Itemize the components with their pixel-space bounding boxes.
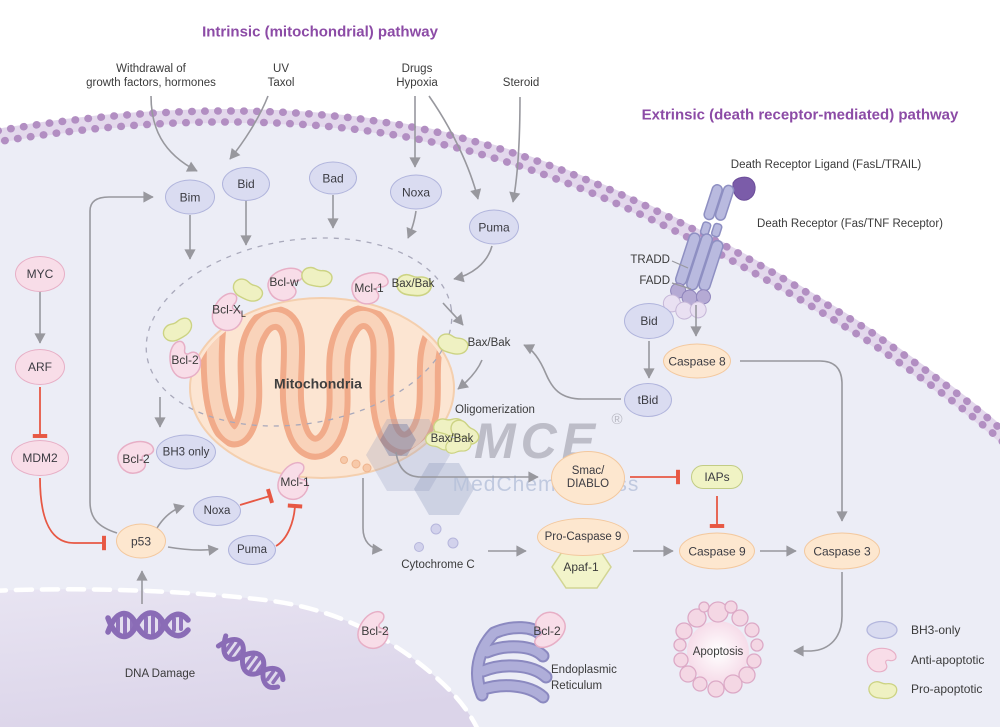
node-puma: Puma: [469, 209, 519, 245]
node-arf: ARF: [15, 349, 65, 385]
smac-line2: DIABLO: [566, 478, 610, 490]
baxbak-free-label: Bax/Bak: [467, 337, 511, 350]
smac-line1: Smac/: [571, 464, 605, 477]
node-puma-lower: Puma: [228, 535, 276, 565]
bcl2-er-label: Bcl-2: [533, 623, 561, 638]
endoplasmic-reticulum-icon: [471, 621, 553, 704]
node-bad: Bad: [309, 161, 357, 195]
inhibition-lines: [32, 387, 725, 551]
node-p53: p53: [116, 523, 166, 559]
oligomerization-label: Oligomerization: [455, 404, 535, 417]
intrinsic-pathway-title: Intrinsic (mitochondrial) pathway: [202, 23, 438, 41]
bcl2-bh3-label: Bcl-2: [122, 451, 150, 466]
legend-swatches: [866, 620, 898, 700]
node-smac-diablo: Smac/ DIABLO: [551, 451, 625, 505]
mitochondria-label: Mitochondria: [274, 375, 362, 392]
node-caspase9: Caspase 9: [679, 532, 755, 570]
bclxl-main: Bcl-X: [212, 302, 241, 317]
stimulus-taxol-label: Taxol: [267, 77, 295, 90]
stimulus-drugs-label: Drugs: [401, 63, 433, 76]
death-ligand-icon: [732, 176, 756, 201]
bclxl-label: Bcl-XL: [212, 302, 246, 319]
tradd-label: TRADD: [630, 254, 670, 267]
registered-mark: ®: [611, 411, 622, 428]
cytochrome-c-label: Cytochrome C: [401, 559, 475, 572]
bcl2-nucleus-label: Bcl-2: [361, 623, 389, 638]
legend-bh3-label: BH3-only: [911, 622, 961, 637]
bcl2-label: Bcl-2: [171, 352, 199, 367]
node-iaps: IAPs: [691, 465, 743, 489]
node-myc: MYC: [15, 256, 65, 292]
node-apaf1-label: Apaf-1: [563, 559, 599, 574]
apoptosis-label: Apoptosis: [692, 646, 744, 659]
mitochondria-organelle: [189, 297, 455, 479]
stimulus-withdrawal-label2: growth factors, hormones: [86, 77, 216, 90]
death-receptor-ligand-label: Death Receptor Ligand (FasL/TRAIL): [730, 159, 922, 172]
bclxl-sub: L: [240, 308, 246, 319]
node-tbid: tBid: [624, 383, 672, 417]
node-caspase3: Caspase 3: [804, 532, 880, 570]
node-mdm2: MDM2: [11, 440, 69, 476]
stimulus-steroid-label: Steroid: [502, 77, 540, 90]
baxbak-top-label: Bax/Bak: [391, 278, 435, 291]
cytochrome-c-icon: [414, 523, 459, 552]
signal-arrows: [34, 95, 848, 657]
node-bid-right: Bid: [624, 303, 674, 339]
stimulus-hypoxia-label: Hypoxia: [396, 77, 438, 90]
er-label-line1: Endoplasmic: [551, 664, 617, 677]
apoptosis-icon: [673, 600, 764, 698]
legend-pro-label: Pro-apoptotic: [911, 681, 983, 696]
bclw-label: Bcl-w: [269, 274, 299, 289]
node-noxa: Noxa: [390, 174, 442, 210]
mcl1-lower-label: Mcl-1: [280, 474, 310, 489]
legend-bh3-swatch: [866, 620, 898, 640]
watermark-hexagon-icon: [380, 424, 416, 456]
node-noxa-lower: Noxa: [193, 496, 241, 526]
node-bid: Bid: [222, 167, 270, 201]
stimulus-uv-label: UV: [273, 63, 289, 76]
node-pro-caspase9: Pro-Caspase 9: [537, 518, 629, 556]
extrinsic-pathway-title: Extrinsic (death receptor-mediated) path…: [641, 106, 959, 124]
legend-pro-swatch: [868, 681, 898, 700]
death-receptor-icon: [662, 176, 756, 320]
legend-anti-label: Anti-apoptotic: [911, 652, 985, 667]
stimulus-withdrawal-label: Withdrawal of: [116, 63, 186, 76]
node-caspase8: Caspase 8: [663, 343, 731, 379]
baxbak-oligomer-label: Bax/Bak: [430, 433, 474, 446]
watermark-hexagon-icon: [414, 463, 474, 515]
nuclear-envelope-dashed: [0, 587, 480, 727]
er-label-line2: Reticulum: [551, 680, 603, 693]
dna-damage-label: DNA Damage: [124, 668, 196, 681]
node-bh3-only: BH3 only: [156, 434, 216, 470]
fadd-label: FADD: [639, 275, 670, 288]
node-bim: Bim: [165, 179, 215, 215]
mcl1-label: Mcl-1: [354, 280, 384, 295]
death-receptor-label: Death Receptor (Fas/TNF Receptor): [757, 218, 943, 231]
outer-membrane-dashed-ellipse: [145, 237, 453, 427]
